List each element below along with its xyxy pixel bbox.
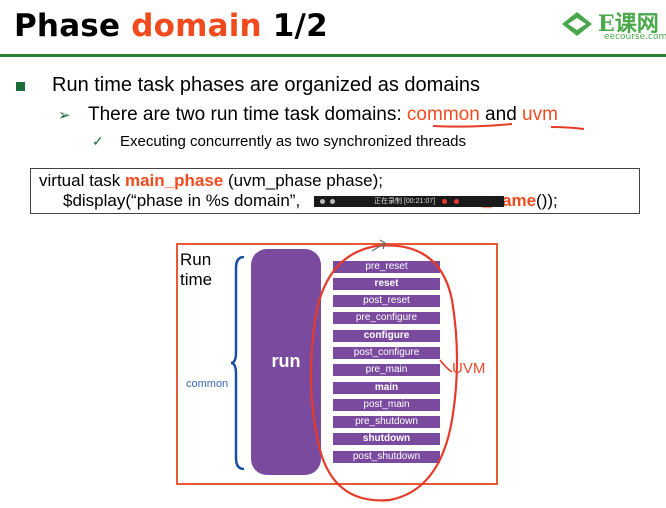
logo-brand: E课网 bbox=[598, 11, 659, 37]
phase-item: shutdown bbox=[333, 433, 440, 445]
bullet3-text: Executing concurrently as two synchroniz… bbox=[120, 133, 467, 150]
common-label: common bbox=[186, 378, 229, 390]
recorder-status: 正在录制 [00:21:07] bbox=[374, 198, 436, 205]
phase-item: post_reset bbox=[333, 295, 440, 307]
recorder-pen-icon[interactable] bbox=[330, 199, 335, 204]
bullet2-prefix: There are two run time task domains: bbox=[88, 104, 407, 125]
code-box: virtual task main_phase (uvm_phase phase… bbox=[30, 168, 640, 214]
run-label: run bbox=[271, 351, 301, 371]
bullet2-and: and bbox=[479, 104, 523, 125]
phase-item: post_shutdown bbox=[333, 451, 440, 463]
runtime-line2: time bbox=[180, 270, 213, 289]
logo-subtitle: eecourse.com bbox=[604, 32, 666, 42]
phase-item: pre_configure bbox=[333, 312, 440, 324]
header-divider bbox=[0, 54, 666, 57]
common-brace-icon bbox=[230, 256, 245, 470]
code-line1-prefix: virtual task bbox=[39, 171, 125, 190]
screen-recorder-bar[interactable]: 正在录制 [00:21:07] bbox=[314, 196, 504, 207]
runtime-line1: Run bbox=[180, 250, 212, 269]
code-line2-prefix: $display(“phase in %s domain”, bbox=[63, 191, 301, 210]
title-page: 1/2 bbox=[261, 8, 328, 44]
title-accent: domain bbox=[131, 8, 262, 44]
code-line1-suffix: (uvm_phase phase); bbox=[223, 171, 383, 190]
phase-item: pre_shutdown bbox=[333, 416, 440, 428]
phase-item: post_main bbox=[333, 399, 440, 411]
bullet1-text: Run time task phases are organized as do… bbox=[52, 74, 481, 96]
phase-item: main bbox=[333, 382, 440, 394]
bullet2-text: There are two run time task domains: com… bbox=[88, 104, 558, 126]
logo-icon bbox=[562, 12, 592, 36]
phase-item: pre_main bbox=[333, 364, 440, 376]
bullet2-common: common bbox=[406, 104, 480, 125]
title-text: Phase bbox=[14, 8, 132, 44]
recorder-record-icon[interactable] bbox=[442, 199, 447, 204]
code-line1-fn: main_phase bbox=[124, 171, 224, 190]
phase-item: configure bbox=[333, 330, 440, 342]
slide-header: Phase domain 1/2 E课网 eecourse.com bbox=[0, 0, 666, 52]
phase-item: pre_reset bbox=[333, 261, 440, 273]
bullet2-uvm: uvm bbox=[522, 104, 558, 125]
code-line-1: virtual task main_phase (uvm_phase phase… bbox=[39, 171, 383, 191]
code-line2-suffix: ()); bbox=[536, 191, 558, 210]
square-bullet-icon bbox=[16, 82, 25, 91]
phase-item: post_configure bbox=[333, 347, 440, 359]
recorder-pause-icon[interactable] bbox=[320, 199, 325, 204]
slide-title: Phase domain 1/2 bbox=[14, 8, 328, 44]
underline-uvm bbox=[550, 126, 585, 130]
eecourse-logo: E课网 eecourse.com bbox=[560, 6, 666, 46]
check-bullet-icon: ✓ bbox=[92, 133, 104, 149]
arrow-bullet-icon: ➢ bbox=[58, 107, 71, 124]
uvm-label: UVM bbox=[452, 360, 486, 377]
recorder-stop-icon[interactable] bbox=[454, 199, 459, 204]
run-phase-box: run bbox=[251, 249, 321, 475]
phase-item: reset bbox=[333, 278, 440, 290]
